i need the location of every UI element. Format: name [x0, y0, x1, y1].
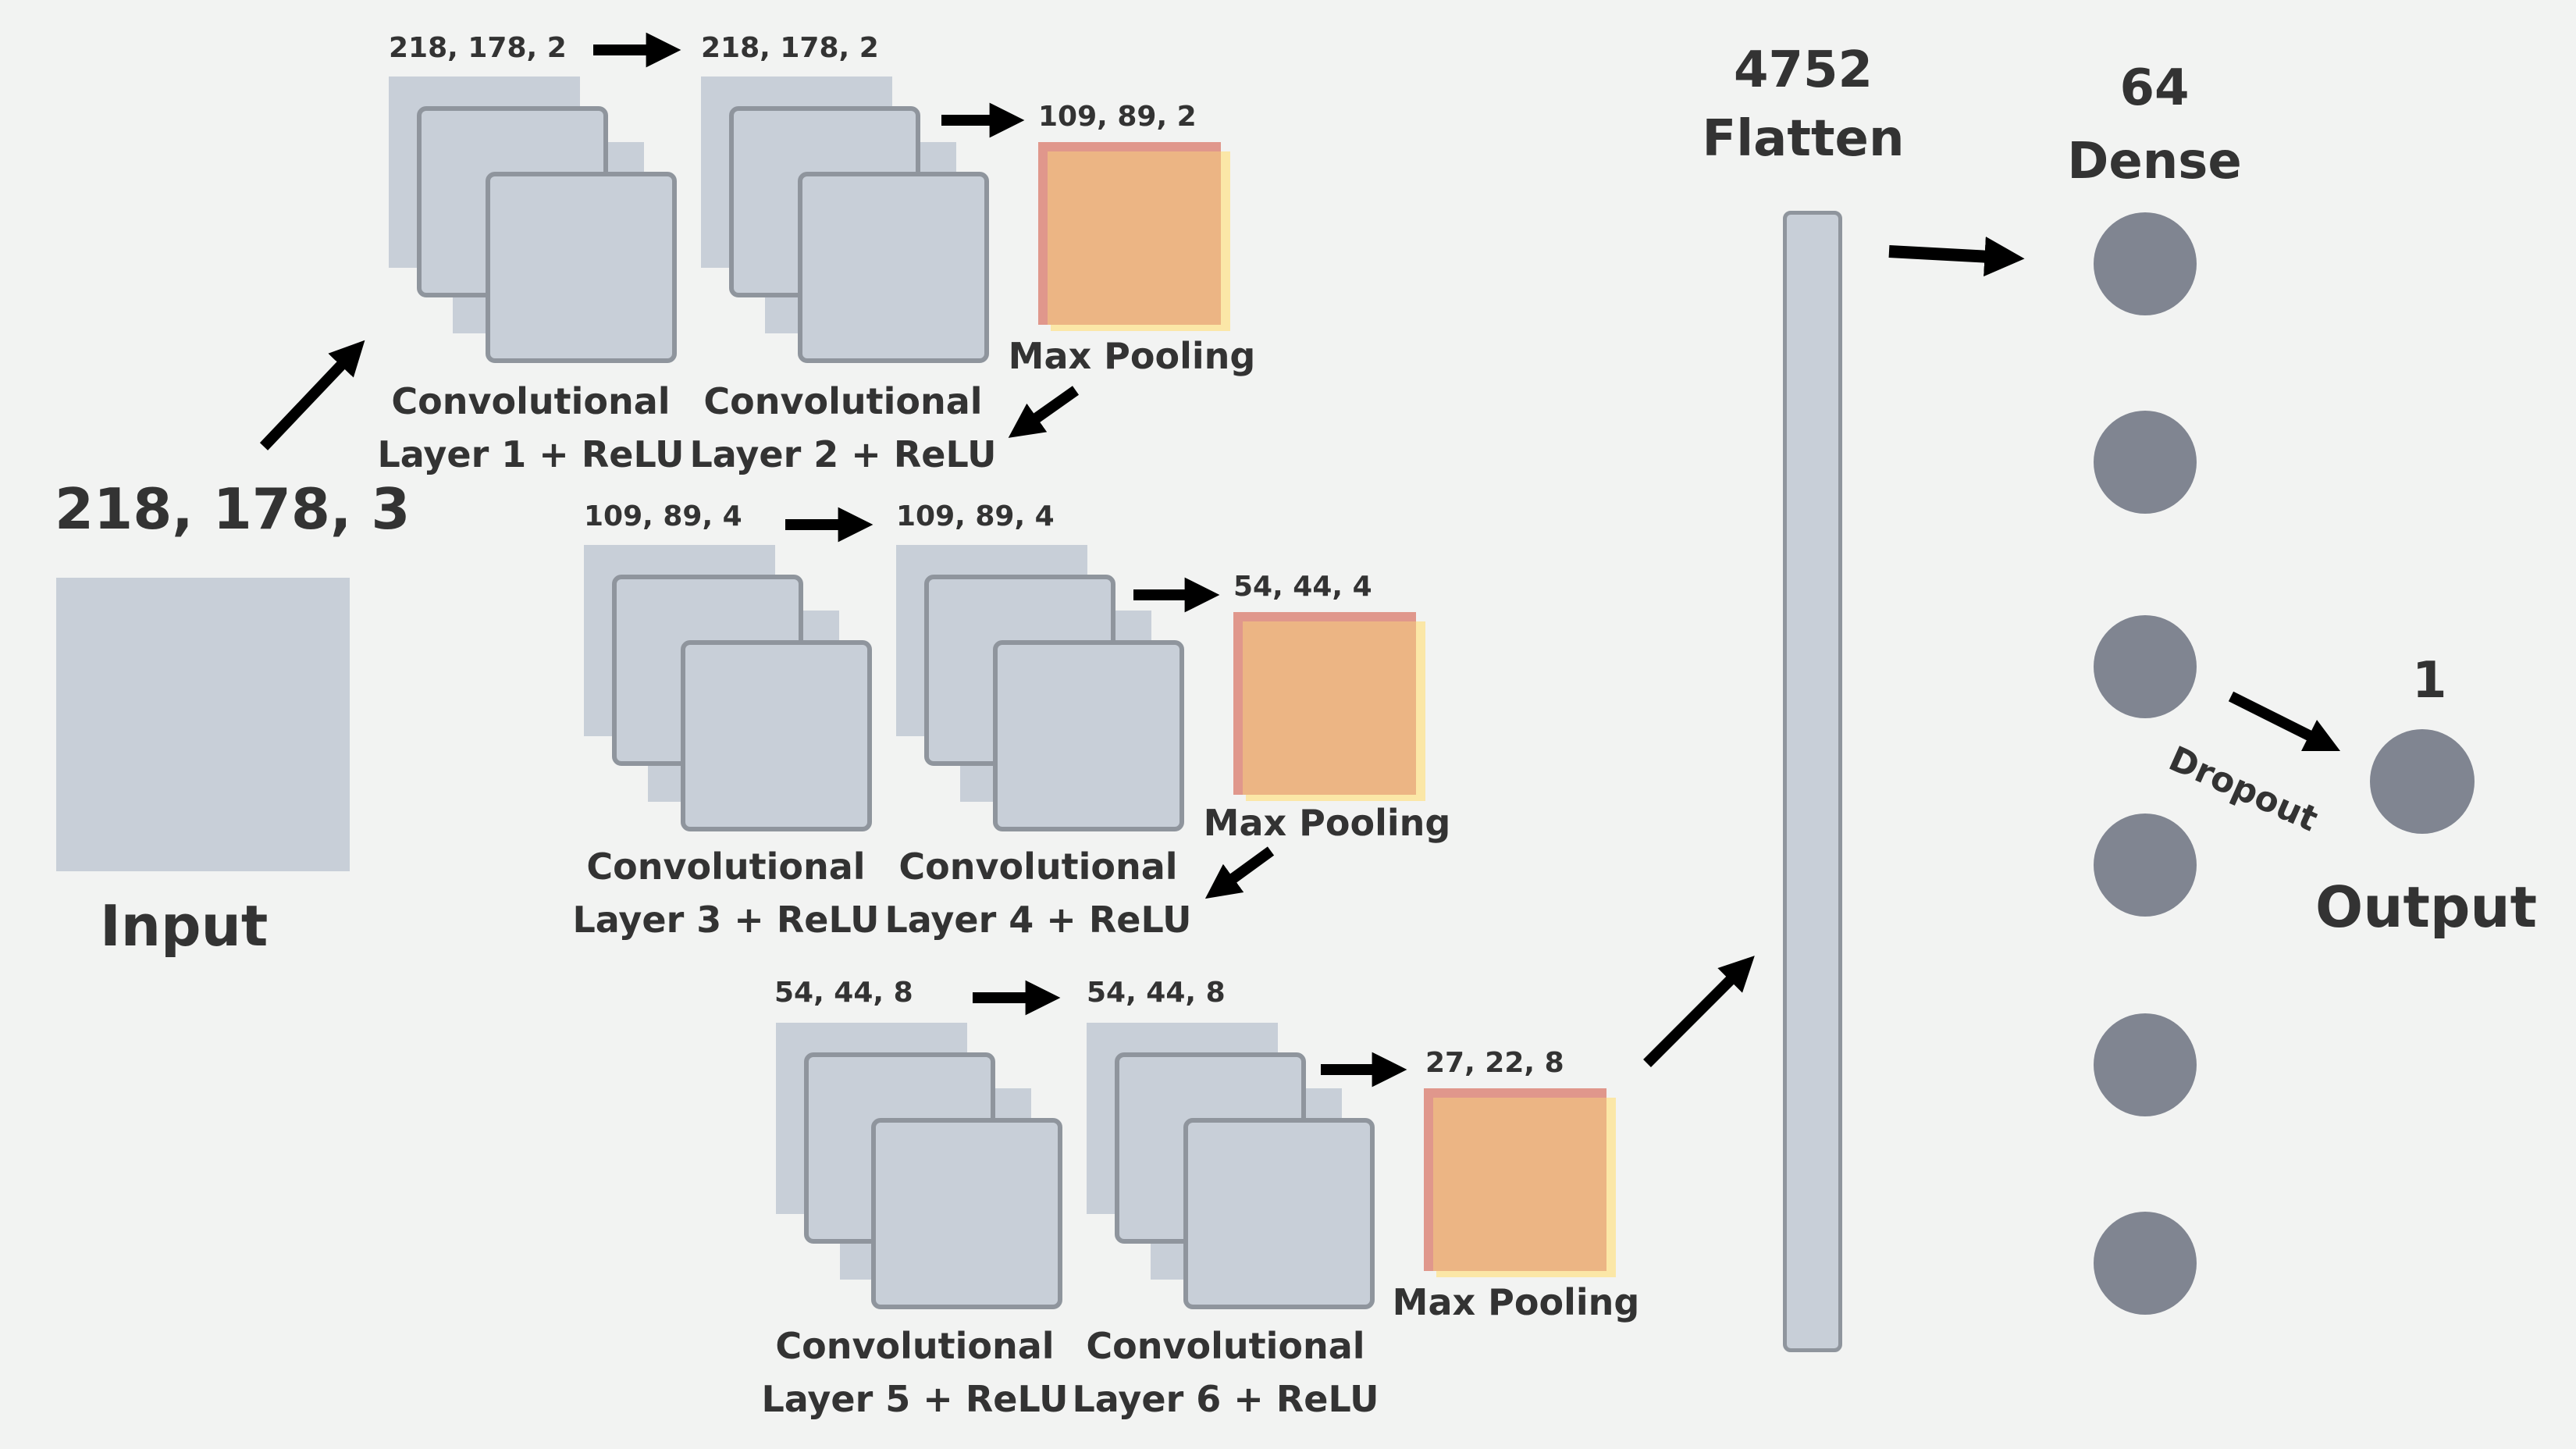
input-label: Input — [100, 893, 269, 959]
caption-line-1: Convolutional — [898, 846, 1178, 888]
dense-neuron — [2094, 1013, 2197, 1116]
dense-neuron — [2094, 411, 2197, 514]
input-shape-label: 218, 178, 3 — [55, 476, 411, 542]
dense-neuron — [2094, 1212, 2197, 1315]
arrow-flatten-to-dense — [1888, 237, 2025, 277]
dense-units: 64 — [2119, 59, 2190, 117]
caption-line-1: Convolutional — [775, 1325, 1055, 1367]
conv-layer-3-caption: Convolutional Layer 3 + ReLU — [562, 840, 890, 946]
input-tensor — [56, 578, 350, 871]
caption-line-2: Layer 1 + ReLU — [377, 433, 685, 475]
pool-1-shape: 109, 89, 2 — [1038, 101, 1197, 133]
feature-map-front — [871, 1118, 1062, 1309]
pool-3-shape: 27, 22, 8 — [1425, 1047, 1564, 1079]
pool-3-label: Max Pooling — [1392, 1281, 1640, 1323]
pool-2-shape: 54, 44, 4 — [1233, 571, 1372, 603]
conv-layer-2-shape: 218, 178, 2 — [701, 32, 879, 64]
flatten-label: Flatten — [1702, 110, 1905, 168]
flatten-units: 4752 — [1733, 41, 1873, 99]
flatten-caption: 4752 Flatten — [1663, 36, 1944, 173]
conv-layer-2-caption: Convolutional Layer 2 + ReLU — [679, 375, 1007, 481]
dense-neuron — [2094, 615, 2197, 718]
arrow-dense-to-output — [2228, 691, 2341, 752]
feature-map-front — [486, 172, 677, 363]
conv-layer-5-caption: Convolutional Layer 5 + ReLU — [751, 1319, 1079, 1426]
caption-line-2: Layer 2 + ReLU — [689, 433, 997, 475]
caption-line-1: Convolutional — [703, 380, 983, 422]
conv-layer-1-caption: Convolutional Layer 1 + ReLU — [367, 375, 695, 481]
arrow-pool1-to-conv3 — [1008, 386, 1080, 438]
feature-map-front — [798, 172, 989, 363]
caption-line-1: Convolutional — [586, 846, 866, 888]
conv-layer-3-shape: 109, 89, 4 — [584, 500, 742, 532]
caption-line-2: Layer 3 + ReLU — [572, 899, 880, 941]
feature-map-front — [1183, 1118, 1375, 1309]
conv-layer-4-shape: 109, 89, 4 — [896, 500, 1055, 532]
arrow-pool3-to-flatten — [1643, 956, 1755, 1067]
output-label: Output — [2315, 874, 2538, 940]
arrow-pool2-to-conv5 — [1204, 846, 1275, 899]
pool-1-label: Max Pooling — [1008, 335, 1256, 377]
conv-layer-4-caption: Convolutional Layer 4 + ReLU — [874, 840, 1202, 946]
dense-label: Dense — [2067, 133, 2242, 190]
dense-neuron — [2094, 212, 2197, 315]
dense-caption: 64 Dense — [2014, 52, 2295, 198]
conv-layer-6-shape: 54, 44, 8 — [1087, 977, 1226, 1009]
flatten-vector — [1783, 211, 1842, 1352]
feature-map-front — [993, 640, 1184, 831]
caption-line-2: Layer 6 + ReLU — [1072, 1378, 1379, 1420]
caption-line-2: Layer 4 + ReLU — [884, 899, 1192, 941]
caption-line-1: Convolutional — [1086, 1325, 1365, 1367]
feature-map-front — [681, 640, 872, 831]
output-neuron — [2370, 729, 2475, 834]
pool-2-label: Max Pooling — [1203, 802, 1451, 844]
caption-line-2: Layer 5 + ReLU — [761, 1378, 1069, 1420]
output-units: 1 — [2412, 652, 2447, 710]
caption-line-1: Convolutional — [391, 380, 671, 422]
dense-neuron — [2094, 814, 2197, 917]
arrow-input-to-conv1 — [259, 340, 365, 450]
conv-layer-6-caption: Convolutional Layer 6 + ReLU — [1062, 1319, 1389, 1426]
conv-layer-1-shape: 218, 178, 2 — [389, 32, 567, 64]
conv-layer-5-shape: 54, 44, 8 — [774, 977, 913, 1009]
